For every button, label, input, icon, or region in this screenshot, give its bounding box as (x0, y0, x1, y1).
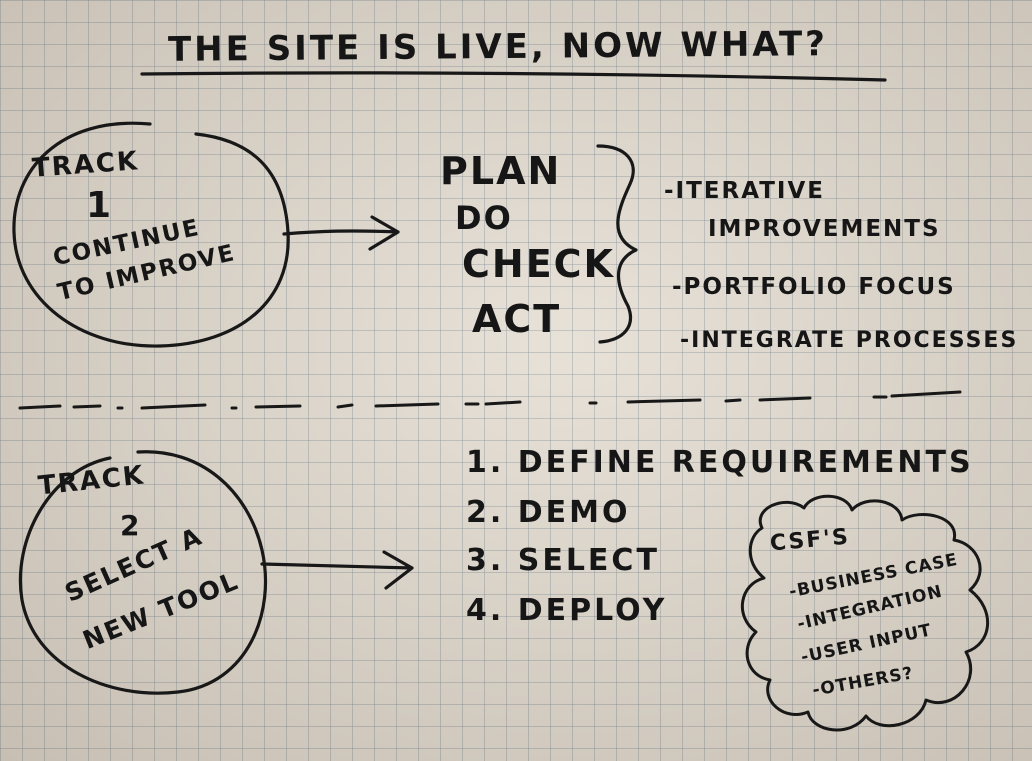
pdca-plan: Plan (440, 149, 562, 193)
csf-cloud (740, 494, 989, 732)
step-deploy: 4. Deploy (466, 593, 668, 628)
track2-circle (18, 450, 267, 695)
bullet-integrate-processes: -Integrate processes (680, 328, 1019, 353)
pdca-do: Do (455, 199, 513, 237)
title-underline (140, 71, 887, 82)
track1-circle (12, 121, 290, 348)
bullet-iterative: -Iterative (664, 178, 825, 204)
pdca-brace (596, 144, 638, 344)
track1-arrow-icon (282, 215, 400, 251)
divider-dashed-line (18, 390, 962, 410)
track2-number: 2 (120, 509, 142, 542)
bullet-improvements: improvements (708, 216, 941, 242)
step-demo: 2. Demo (466, 495, 631, 530)
track1-number: 1 (86, 185, 114, 226)
page-title: The site is live, now what? (167, 24, 829, 70)
pdca-check: Check (462, 242, 615, 286)
step-define-requirements: 1. Define requirements (466, 445, 974, 480)
step-select: 3. Select (466, 543, 660, 578)
bullet-portfolio-focus: -Portfolio focus (672, 274, 956, 300)
pdca-act: Act (472, 297, 562, 341)
track2-arrow-icon (260, 550, 414, 590)
track1-heading: Track (31, 146, 141, 184)
